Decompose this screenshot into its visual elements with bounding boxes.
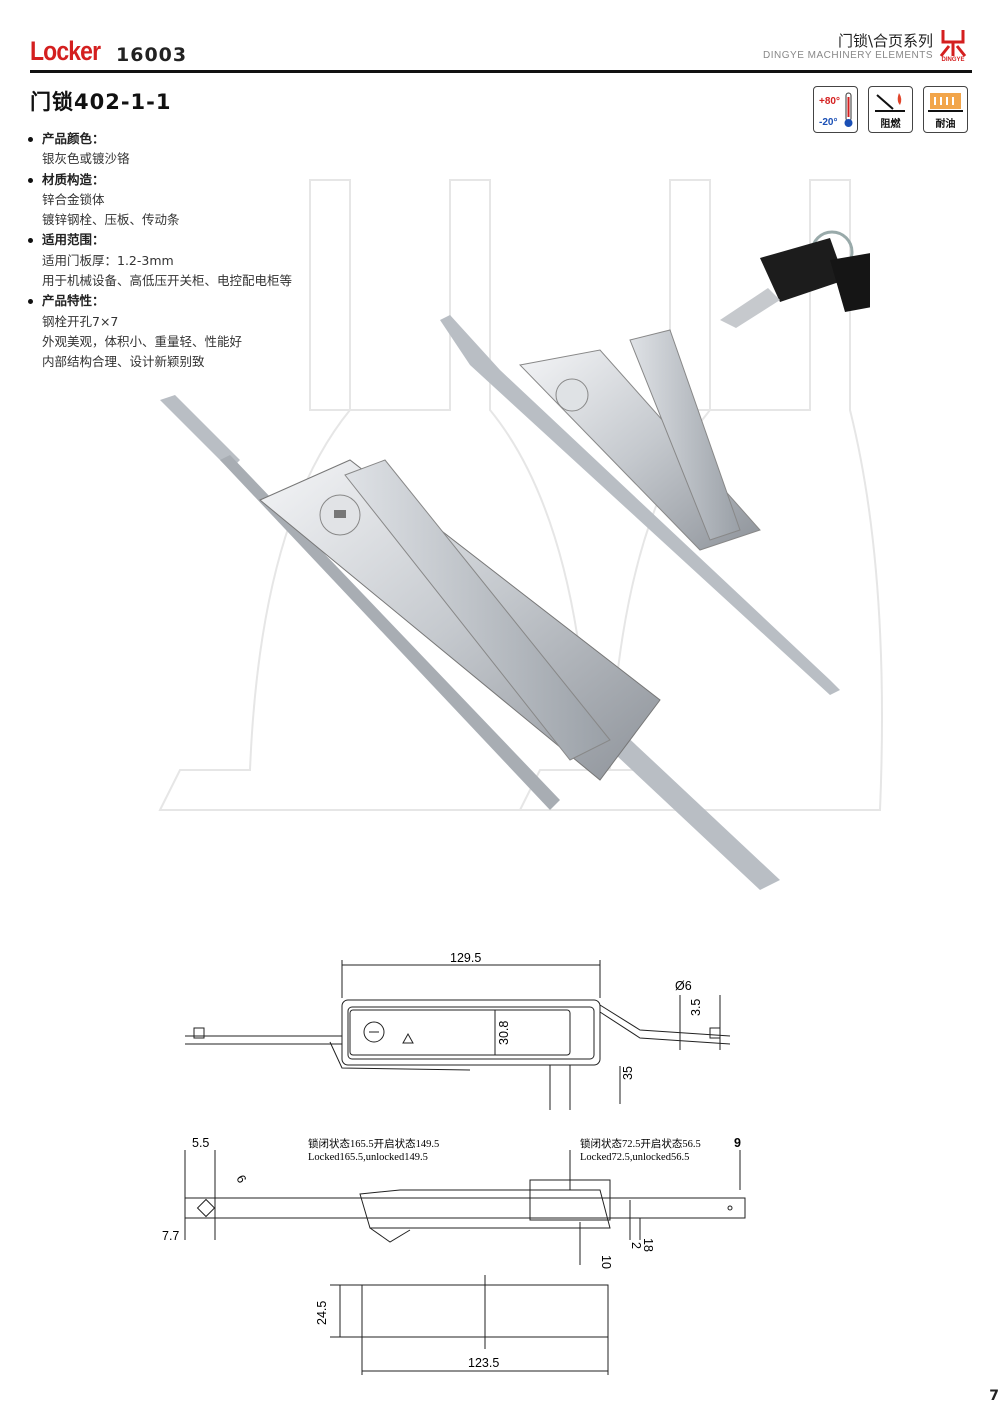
dim-end-height: 24.5 (315, 1301, 329, 1325)
feature-line: 镀锌钢栓、压板、传动条 (42, 212, 180, 228)
spec-oil-resistant: 耐油 (923, 86, 968, 133)
drawing-end-view: 24.5 123.5 (315, 1275, 609, 1375)
spec-temperature: +80° -20° (813, 86, 858, 133)
feature-heading: 适用范围： (28, 230, 348, 250)
locked-left-en: Locked165.5,unlocked149.5 (308, 1152, 428, 1163)
feature-line: 锌合金锁体 (42, 191, 105, 207)
brand-name: Locker (30, 36, 101, 66)
header-rule (30, 70, 972, 73)
feature-line: 外观美观，体积小、重量轻、性能好 (42, 333, 243, 349)
dingye-logo-icon (939, 30, 967, 57)
spec-label-oil: 耐油 (935, 119, 956, 130)
feature-line: 钢栓开孔7×7 (42, 313, 119, 329)
lock-front-image (160, 395, 780, 890)
feature-line: 内部结构合理、设计新颖别致 (42, 354, 205, 370)
temp-max: +80° (819, 96, 840, 107)
dim-hole: 6 (233, 1173, 249, 1186)
oil-resistant-icon (928, 93, 963, 112)
dim-left-bottom: 7.7 (162, 1229, 179, 1243)
dim-end-width: 123.5 (468, 1356, 499, 1370)
series-name-cn: 门锁\合页系列 (837, 32, 933, 50)
dim-left-offset: 5.5 (192, 1136, 209, 1150)
dim-bottom-b: 2 (629, 1242, 643, 1249)
feature-list: 产品颜色： 银灰色或镀沙铬 材质构造： 锌合金锁体 镀锌钢栓、压板、传动条 适用… (28, 129, 348, 373)
feature-line: 适用门板厚：1.2-3mm (42, 252, 174, 268)
spec-flame-retardant: 阻燃 (868, 86, 913, 133)
logo-caption: DINGYE (941, 57, 965, 63)
locked-right-en: Locked72.5,unlocked56.5 (580, 1152, 689, 1163)
product-photo (160, 230, 870, 890)
dim-total-height: 35 (621, 1066, 635, 1080)
dim-inner-height: 30.8 (497, 1021, 511, 1045)
page-number: 7 (989, 1388, 999, 1404)
series-name-en: DINGYE MACHINERY ELEMENTS (763, 50, 933, 61)
dim-offset: 3.5 (689, 999, 703, 1016)
drawing-side-view: 5.5 6 7.7 锁闭状态165.5开启状态149.5 Locked165.5… (162, 1136, 746, 1269)
flame-retardant-icon (875, 93, 905, 112)
dim-bottom-c: 18 (641, 1238, 655, 1252)
temperature-icon: +80° -20° (819, 92, 853, 128)
spec-label-flame: 阻燃 (880, 119, 901, 130)
lock-back-image (440, 315, 840, 695)
feature-line: 用于机械设备、高低压开关柜、电控配电柜等 (42, 273, 293, 289)
series-code: 16003 (116, 44, 188, 66)
product-title: 门锁402-1-1 (30, 90, 172, 114)
locked-left-cn: 锁闭状态165.5开启状态149.5 (308, 1137, 439, 1150)
drawing-top-view: 129.5 Ø6 3.5 30.8 35 (185, 951, 731, 1110)
feature-heading: 产品特性： (28, 291, 348, 311)
dim-diameter: Ø6 (675, 979, 692, 993)
temp-min: -20° (819, 117, 837, 128)
feature-heading: 产品颜色： (28, 129, 348, 149)
dim-right: 9 (734, 1136, 741, 1150)
feature-heading: 材质构造： (28, 170, 348, 190)
dim-width: 129.5 (450, 951, 481, 965)
locked-right-cn: 锁闭状态72.5开启状态56.5 (580, 1137, 701, 1150)
keys-image (720, 230, 870, 328)
dim-bottom-a: 10 (599, 1255, 613, 1269)
feature-line: 银灰色或镀沙铬 (42, 151, 130, 167)
